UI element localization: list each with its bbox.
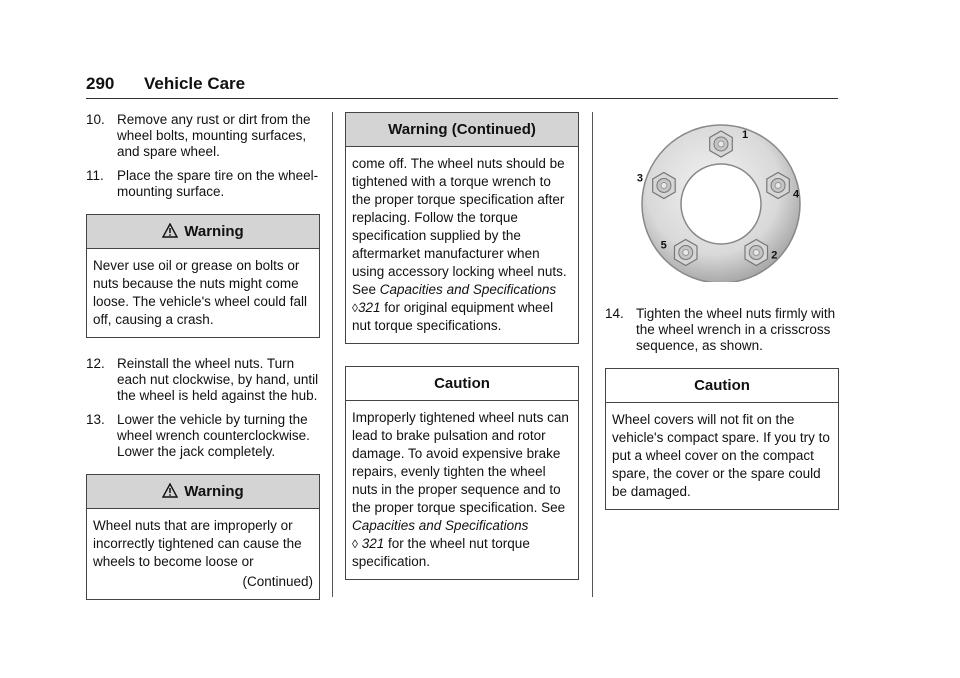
column-divider-2: [592, 112, 593, 597]
warning-continued-box: Warning (Continued) come off. The wheel …: [345, 112, 579, 344]
step-number: 11.: [86, 168, 104, 183]
warning-header: Warning: [87, 215, 319, 249]
column-divider-1: [332, 112, 333, 597]
page-ref-arrow-icon: ◊: [352, 537, 358, 551]
wheel-nut-3: [652, 171, 676, 200]
step-12: 12. Reinstall the wheel nuts. Turn each …: [86, 356, 320, 404]
caution-box-wheel-covers: Caution Wheel covers will not fit on the…: [605, 368, 839, 510]
nut-sequence-label-1: 1: [742, 129, 748, 141]
warning-box-oil: Warning Never use oil or grease on bolts…: [86, 214, 320, 338]
step-text: Tighten the wheel nuts firmly with the w…: [636, 306, 836, 353]
wheel-nut-4: [766, 171, 790, 200]
nut-sequence-label-5: 5: [661, 240, 667, 252]
page-ref[interactable]: 321: [357, 300, 381, 315]
caution-header: Caution: [346, 367, 578, 401]
step-13: 13. Lower the vehicle by turning the whe…: [86, 412, 320, 460]
body-text: for original equipment wheel nut torque …: [352, 300, 554, 333]
nut-sequence-label-3: 3: [637, 172, 643, 184]
step-text: Reinstall the wheel nuts. Turn each nut …: [117, 356, 319, 403]
step-text: Remove any rust or dirt from the wheel b…: [117, 112, 311, 159]
step-number: 13.: [86, 412, 105, 427]
step-number: 14.: [605, 306, 624, 321]
step-number: 12.: [86, 356, 105, 371]
body-text: for the wheel nut torque specification.: [352, 536, 530, 569]
warning-box-wheel-nuts: Warning Wheel nuts that are improperly o…: [86, 474, 320, 600]
caution-body: Improperly tightened wheel nuts can lead…: [346, 401, 578, 579]
wheel-nut-1: [709, 130, 733, 158]
capacities-link[interactable]: Capacities and Specifications: [352, 518, 529, 533]
wheel-nut-2: [744, 238, 769, 267]
step-text: Place the spare tire on the wheel-mounti…: [117, 168, 319, 199]
nut-sequence-label-2: 2: [771, 250, 777, 262]
step-11: 11. Place the spare tire on the wheel-mo…: [86, 168, 320, 200]
warning-body: Wheel nuts that are improperly or incorr…: [93, 518, 302, 569]
page-title: Vehicle Care: [144, 74, 246, 93]
wheel-nut-sequence-diagram: 1 2 3 4 5: [637, 124, 801, 282]
page-number: 290: [86, 74, 115, 93]
page-header: 290 Vehicle Care: [86, 72, 838, 99]
warning-continued-body: come off. The wheel nuts should be tight…: [346, 147, 578, 343]
caution-body: Wheel covers will not fit on the vehicle…: [612, 412, 830, 499]
warning-triangle-icon: [162, 223, 179, 238]
step-text: Lower the vehicle by turning the wheel w…: [117, 412, 310, 459]
page-ref-arrow-icon: ◊: [352, 301, 358, 315]
body-text: come off. The wheel nuts should be tight…: [352, 156, 567, 297]
step-14: 14. Tighten the wheel nuts firmly with t…: [605, 306, 839, 354]
page-ref[interactable]: 321: [361, 536, 385, 551]
caution-header: Caution: [606, 369, 838, 403]
capacities-link[interactable]: Capacities and Specifications: [379, 282, 557, 297]
nut-sequence-label-4: 4: [793, 188, 800, 200]
caution-box-torque: Caution Improperly tightened wheel nuts …: [345, 366, 579, 580]
wheel-nut-5: [673, 238, 698, 267]
step-10: 10. Remove any rust or dirt from the whe…: [86, 112, 320, 160]
step-number: 10.: [86, 112, 105, 127]
column-1: 10. Remove any rust or dirt from the whe…: [86, 112, 320, 600]
warning-header: Warning: [87, 475, 319, 509]
warning-title: Warning: [184, 223, 244, 240]
warning-title: Warning: [184, 483, 244, 500]
warning-body: Never use oil or grease on bolts or nuts…: [93, 258, 307, 327]
column-2: Warning (Continued) come off. The wheel …: [345, 112, 579, 580]
body-text: Improperly tightened wheel nuts can lead…: [352, 410, 569, 515]
warning-body-container: Wheel nuts that are improperly or incorr…: [87, 509, 319, 599]
wheel-hub-hole: [680, 163, 762, 245]
continued-label: (Continued): [242, 574, 313, 589]
column-3: 1 2 3 4 5 14. Tighten the wheel nuts firmly …: [605, 112, 839, 510]
warning-continued-header: Warning (Continued): [346, 113, 578, 147]
warning-triangle-icon: [162, 483, 179, 498]
